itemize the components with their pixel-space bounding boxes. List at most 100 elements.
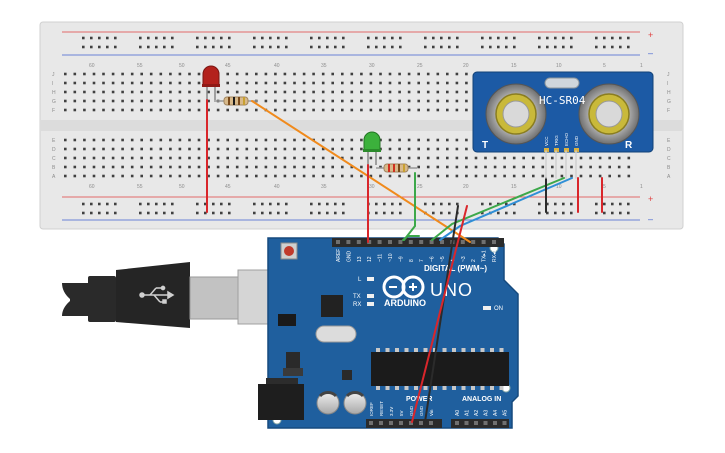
breadboard-hole[interactable] — [149, 147, 153, 151]
breadboard-hole[interactable] — [426, 81, 430, 85]
breadboard-hole[interactable] — [207, 156, 210, 160]
breadboard-hole[interactable] — [149, 81, 153, 85]
rail-hole[interactable] — [82, 202, 85, 206]
rail-hole[interactable] — [155, 211, 158, 215]
breadboard-hole[interactable] — [264, 156, 268, 160]
rail-hole[interactable] — [505, 202, 508, 206]
breadboard-hole[interactable] — [484, 165, 487, 169]
rail-hole[interactable] — [326, 202, 329, 206]
sensor-pin[interactable] — [564, 148, 569, 152]
breadboard-hole[interactable] — [92, 138, 96, 142]
breadboard-hole[interactable] — [235, 165, 239, 169]
rail-hole[interactable] — [106, 45, 109, 49]
rail-hole[interactable] — [204, 36, 207, 40]
breadboard-hole[interactable] — [388, 147, 392, 151]
rail-hole[interactable] — [497, 36, 500, 40]
breadboard-hole[interactable] — [341, 147, 344, 151]
breadboard-hole[interactable] — [436, 99, 440, 103]
breadboard-hole[interactable] — [207, 147, 210, 151]
breadboard-hole[interactable] — [111, 72, 115, 76]
breadboard-hole[interactable] — [207, 165, 210, 169]
breadboard-hole[interactable] — [455, 99, 459, 103]
rail-hole[interactable] — [505, 36, 508, 40]
breadboard-hole[interactable] — [398, 81, 401, 85]
rail-hole[interactable] — [228, 202, 231, 206]
rail-hole[interactable] — [326, 211, 329, 215]
breadboard-hole[interactable] — [130, 174, 134, 178]
breadboard-hole[interactable] — [140, 108, 143, 112]
breadboard-hole[interactable] — [522, 156, 525, 160]
wire-black-gnd[interactable] — [424, 205, 459, 423]
breadboard-hole[interactable] — [111, 147, 115, 151]
rail-hole[interactable] — [277, 45, 280, 49]
breadboard-hole[interactable] — [264, 99, 268, 103]
breadboard-hole[interactable] — [130, 81, 134, 85]
breadboard-hole[interactable] — [159, 108, 163, 112]
rail-hole[interactable] — [627, 45, 630, 49]
breadboard-hole[interactable] — [512, 156, 516, 160]
power-pin-hole[interactable] — [379, 421, 383, 425]
breadboard-hole[interactable] — [560, 156, 564, 160]
breadboard-hole[interactable] — [169, 156, 172, 160]
breadboard-hole[interactable] — [274, 174, 277, 178]
breadboard-hole[interactable] — [598, 165, 602, 169]
breadboard-hole[interactable] — [579, 174, 583, 178]
breadboard-hole[interactable] — [465, 165, 468, 169]
breadboard-hole[interactable] — [73, 156, 77, 160]
breadboard-hole[interactable] — [551, 174, 554, 178]
rail-hole[interactable] — [253, 202, 256, 206]
rail-hole[interactable] — [318, 36, 321, 40]
breadboard-hole[interactable] — [149, 99, 153, 103]
rail-hole[interactable] — [147, 45, 150, 49]
power-pin-hole[interactable] — [399, 421, 403, 425]
rail-hole[interactable] — [619, 202, 622, 206]
breadboard-hole[interactable] — [360, 90, 363, 94]
rail-hole[interactable] — [326, 45, 329, 49]
breadboard-hole[interactable] — [465, 72, 468, 76]
breadboard-hole[interactable] — [102, 156, 105, 160]
breadboard-hole[interactable] — [111, 90, 115, 94]
rail-hole[interactable] — [98, 45, 101, 49]
rail-hole[interactable] — [489, 36, 492, 40]
rail-hole[interactable] — [440, 211, 443, 215]
rail-hole[interactable] — [196, 202, 199, 206]
breadboard-hole[interactable] — [255, 138, 258, 142]
breadboard-hole[interactable] — [417, 72, 420, 76]
breadboard-hole[interactable] — [130, 165, 134, 169]
breadboard-hole[interactable] — [140, 174, 143, 178]
breadboard-hole[interactable] — [197, 99, 201, 103]
breadboard-hole[interactable] — [426, 174, 430, 178]
breadboard-hole[interactable] — [102, 138, 105, 142]
breadboard-hole[interactable] — [398, 147, 401, 151]
breadboard-hole[interactable] — [331, 165, 334, 169]
rail-hole[interactable] — [285, 36, 288, 40]
breadboard-hole[interactable] — [417, 90, 420, 94]
breadboard-hole[interactable] — [264, 174, 268, 178]
breadboard-hole[interactable] — [417, 156, 420, 160]
breadboard-hole[interactable] — [331, 72, 334, 76]
breadboard-hole[interactable] — [321, 108, 325, 112]
breadboard-hole[interactable] — [188, 108, 191, 112]
breadboard-hole[interactable] — [140, 156, 143, 160]
rail-hole[interactable] — [554, 211, 557, 215]
breadboard-hole[interactable] — [532, 165, 535, 169]
breadboard-hole[interactable] — [446, 156, 449, 160]
breadboard-hole[interactable] — [426, 99, 430, 103]
breadboard-hole[interactable] — [149, 90, 153, 94]
rail-hole[interactable] — [570, 202, 573, 206]
breadboard-hole[interactable] — [159, 156, 163, 160]
rail-hole[interactable] — [424, 202, 427, 206]
breadboard-hole[interactable] — [608, 165, 611, 169]
breadboard-hole[interactable] — [245, 165, 249, 169]
digital-pin-hole[interactable] — [419, 240, 424, 244]
breadboard-hole[interactable] — [369, 90, 373, 94]
breadboard-hole[interactable] — [379, 72, 382, 76]
breadboard-hole[interactable] — [446, 108, 449, 112]
rail-hole[interactable] — [481, 211, 484, 215]
breadboard-hole[interactable] — [503, 156, 506, 160]
rail-hole[interactable] — [399, 211, 402, 215]
rail-hole[interactable] — [269, 36, 272, 40]
breadboard-hole[interactable] — [140, 165, 143, 169]
rail-hole[interactable] — [538, 211, 541, 215]
rail-hole[interactable] — [155, 45, 158, 49]
